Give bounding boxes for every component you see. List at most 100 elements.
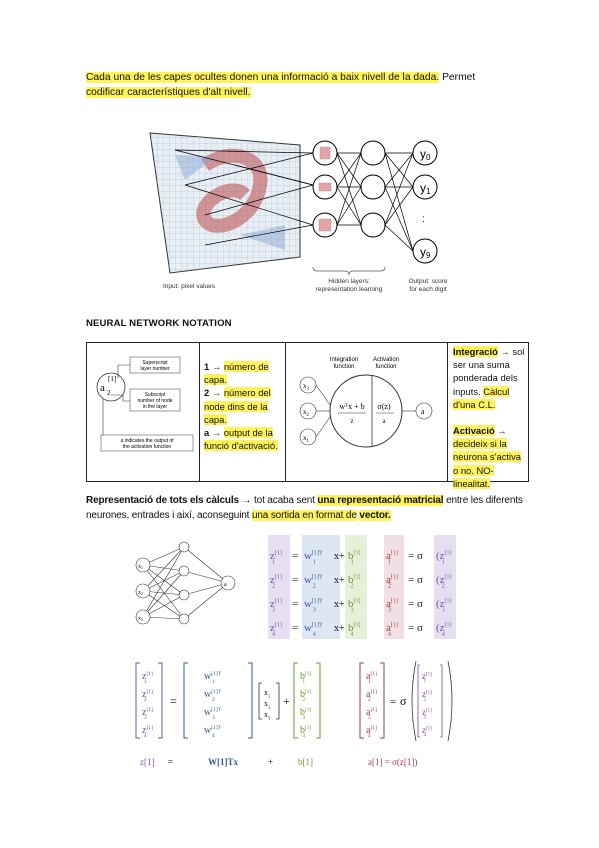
hidden-caption-2: representation learning bbox=[316, 286, 383, 293]
mat-b-4: b[1]4 bbox=[300, 725, 312, 739]
mat-x-2: x2 bbox=[264, 699, 270, 709]
input-caption: Input: pixel values bbox=[163, 283, 216, 290]
output-caption-2: for each digit bbox=[409, 286, 446, 293]
eq-a-4: a[1]4 bbox=[386, 622, 398, 637]
svg-text:=: = bbox=[390, 696, 396, 708]
output-y9: y9 bbox=[420, 245, 431, 260]
mat-a-1: a[1]1 bbox=[366, 671, 377, 685]
intro-plain: Permet bbox=[439, 72, 476, 83]
mat-x-1: x1 bbox=[264, 688, 270, 698]
notation-item-3: a → output de la funció d'activació. bbox=[204, 427, 278, 452]
svg-text:in the layer: in the layer bbox=[143, 404, 168, 410]
section-title: NEURAL NETWORK NOTATION bbox=[86, 318, 232, 329]
eq-a-3: a[1]3 bbox=[386, 598, 398, 613]
output-y0: y0 bbox=[420, 147, 431, 162]
small-network bbox=[135, 541, 236, 625]
eq-x-2: x+ bbox=[334, 575, 345, 586]
eq-sigma-3: = σ bbox=[408, 598, 423, 610]
output-y1: y1 bbox=[420, 181, 431, 196]
matrix-equation: = + = σ bbox=[135, 660, 453, 742]
mat-z-4: z[1]4 bbox=[142, 725, 153, 739]
svg-text:a indicates the output of: a indicates the output of bbox=[120, 438, 174, 444]
svg-text:number of node: number of node bbox=[137, 398, 172, 404]
eq-equals-4: = bbox=[292, 622, 298, 634]
svg-text:function: function bbox=[375, 364, 396, 370]
mat-z-3: z[1]3 bbox=[142, 707, 153, 721]
eq-z-2: z[1]2 bbox=[270, 574, 282, 589]
eq-sigma-2: = σ bbox=[408, 574, 423, 586]
z-band bbox=[268, 535, 290, 639]
summary-eq: = bbox=[168, 757, 173, 767]
integration-text: Integració → sol ser una suma ponderada … bbox=[453, 346, 525, 410]
hidden-layer-1 bbox=[312, 140, 338, 238]
notation-items-cell: 1 → número de capa. 2 → número del node … bbox=[200, 343, 286, 481]
svg-text:a: a bbox=[100, 382, 105, 394]
z2-band bbox=[434, 535, 456, 639]
svg-text:wᵀx + b: wᵀx + b bbox=[339, 402, 364, 411]
mat-b-1: b[1]1 bbox=[300, 671, 312, 685]
hidden-brace bbox=[312, 266, 386, 276]
notation-item-1: 1 → número de capa. bbox=[204, 361, 269, 386]
eq-x-4: x+ bbox=[334, 623, 345, 634]
b-band bbox=[345, 535, 367, 639]
eq-b-1: b[1]1 bbox=[348, 550, 361, 565]
svg-text:x1: x1 bbox=[303, 434, 310, 444]
svg-text:layer number: layer number bbox=[140, 366, 170, 372]
eq-b-2: b[1]2 bbox=[348, 574, 361, 589]
mat-zarg-2: z[1]2 bbox=[422, 689, 432, 703]
output-caption-1: Output: score bbox=[408, 278, 447, 285]
hidden-layer-2 bbox=[360, 140, 386, 238]
summary-a: a[1] = σ(z[1]) bbox=[368, 757, 417, 767]
notation-diagram: a [1] 2 Superscript layer number Subscri… bbox=[96, 356, 194, 452]
eq-x-1: x+ bbox=[334, 551, 345, 562]
neuron-diagram-cell: Integration function Activation function… bbox=[286, 343, 448, 481]
output-layer: y0 y1 : y9 bbox=[412, 140, 438, 264]
mat-zarg-4: z[1]4 bbox=[422, 725, 432, 739]
svg-text:2: 2 bbox=[107, 389, 111, 397]
eq-x-3: x+ bbox=[334, 599, 345, 610]
eq-z-3: z[1]3 bbox=[270, 598, 282, 613]
integration-activation-cell: Integració → sol ser una suma ponderada … bbox=[448, 343, 528, 489]
mat-b-2: b[1]2 bbox=[300, 689, 312, 703]
representation-paragraph: Representació de tots els càlculs → tot … bbox=[86, 495, 523, 521]
svg-text:a: a bbox=[421, 407, 425, 416]
svg-text:σ(z): σ(z) bbox=[377, 402, 391, 411]
summary-b: b[1] bbox=[298, 757, 313, 767]
mat-a-4: a[1]4 bbox=[366, 725, 377, 739]
mat-zarg-3: z[1]3 bbox=[422, 707, 432, 721]
eq-sigma-1: = σ bbox=[408, 550, 423, 562]
intro-highlight-2: codificar característiques d'alt nivell. bbox=[86, 87, 251, 98]
svg-text:[1]: [1] bbox=[108, 375, 116, 383]
notation-table: a [1] 2 Superscript layer number Subscri… bbox=[86, 342, 529, 489]
mat-a-2: a[1]2 bbox=[366, 689, 377, 703]
eq-sigma-4: = σ bbox=[408, 622, 423, 634]
mat-b-3: b[1]3 bbox=[300, 707, 312, 721]
svg-text:x2: x2 bbox=[303, 408, 310, 418]
summary-z: z[1] bbox=[140, 757, 155, 767]
svg-text:x3: x3 bbox=[138, 616, 143, 622]
intro-highlight-1: Cada una de les capes ocultes donen una … bbox=[86, 72, 440, 83]
activation-text: Activació →decideix si la neurona s'acti… bbox=[453, 425, 521, 489]
svg-text:Integration: Integration bbox=[330, 357, 358, 363]
neuron-diagram: Integration function Activation function… bbox=[299, 357, 433, 448]
neural-network-figure: y0 y1 : y9 Input: pixel values Hidden la… bbox=[149, 132, 448, 293]
eq-b-4: b[1]4 bbox=[348, 622, 361, 637]
svg-text:Superscript: Superscript bbox=[142, 360, 168, 366]
notation-diagram-cell: a [1] 2 Superscript layer number Subscri… bbox=[87, 343, 200, 481]
mat-z-2: z[1]2 bbox=[142, 689, 153, 703]
svg-text:a: a bbox=[382, 417, 386, 425]
svg-text:Activation: Activation bbox=[373, 357, 399, 363]
summary-plus: + bbox=[268, 757, 273, 767]
eq-b-3: b[1]3 bbox=[348, 598, 361, 613]
eq-zarg-4: (z[1]4 bbox=[436, 622, 452, 637]
eq-a-2: a[1]2 bbox=[386, 574, 398, 589]
eq-zarg-2: (z[1]2 bbox=[436, 574, 452, 589]
svg-text:σ: σ bbox=[400, 694, 407, 708]
